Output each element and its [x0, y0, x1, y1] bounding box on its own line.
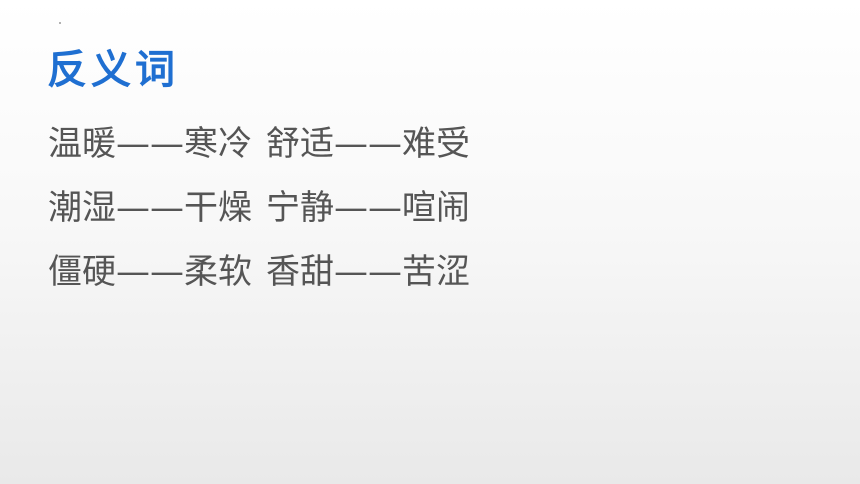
- antonym-pair: 宁静——喧闹: [266, 188, 470, 228]
- antonym-line: 潮湿——干燥宁静——喧闹: [48, 182, 470, 246]
- antonym-pair: 潮湿——干燥: [48, 188, 252, 228]
- antonym-pair: 舒适——难受: [266, 124, 470, 164]
- decorative-dot: [59, 22, 61, 24]
- antonym-pair: 僵硬——柔软: [48, 252, 252, 292]
- antonym-pair: 温暖——寒冷: [48, 124, 252, 164]
- antonym-line: 僵硬——柔软香甜——苦涩: [48, 246, 470, 310]
- antonym-pair: 香甜——苦涩: [266, 252, 470, 292]
- antonym-list: 温暖——寒冷舒适——难受 潮湿——干燥宁静——喧闹 僵硬——柔软香甜——苦涩: [48, 118, 470, 310]
- antonym-line: 温暖——寒冷舒适——难受: [48, 118, 470, 182]
- page-title: 反义词: [47, 47, 179, 93]
